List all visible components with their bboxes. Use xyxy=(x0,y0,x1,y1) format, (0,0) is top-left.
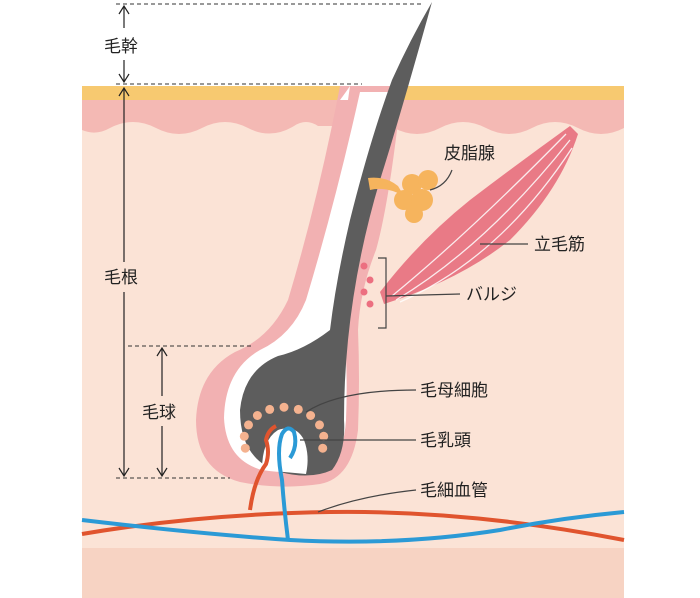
label-hair-bulb: 毛球 xyxy=(142,403,176,423)
capillaries xyxy=(81,424,625,544)
subcutis-layer xyxy=(82,548,624,598)
bulge-dot xyxy=(366,276,374,284)
matrix-cell-dot xyxy=(244,420,253,430)
matrix-cell-dot xyxy=(306,411,316,420)
matrix-cell-dot xyxy=(239,431,249,441)
label-hair-shaft: 毛幹 xyxy=(104,36,138,57)
vein xyxy=(81,426,625,544)
sebaceous-lobe xyxy=(402,174,422,194)
label-arrector-pili: 立毛筋 xyxy=(534,235,585,255)
label-hair-root: 毛根 xyxy=(104,268,138,288)
label-capillaries: 毛細血管 xyxy=(420,481,488,501)
bulge-dot xyxy=(360,288,368,296)
muscle-fibers xyxy=(391,133,573,303)
stratum-corneum-layer xyxy=(82,86,624,100)
follicle-opening-white xyxy=(340,86,350,100)
matrix-cell-dot xyxy=(318,443,328,453)
sebaceous-lobe xyxy=(405,205,423,223)
matrix-cell-dot xyxy=(265,404,275,414)
sebaceous-gland xyxy=(368,170,438,223)
hair-strand xyxy=(240,2,432,476)
arrector-pili-muscle xyxy=(380,126,578,304)
dimension-guides xyxy=(116,3,422,479)
label-bulge: バルジ xyxy=(466,285,517,305)
matrix-cell-dot xyxy=(279,402,289,412)
bulge-bracket xyxy=(378,257,387,329)
label-sebaceous-gland: 皮脂腺 xyxy=(444,144,495,164)
bulge-dot xyxy=(360,262,368,270)
label-matrix-cells: 毛母細胞 xyxy=(420,381,488,401)
matrix-cell-dots xyxy=(239,402,329,453)
label-dermal-papilla: 毛乳頭 xyxy=(420,431,471,451)
matrix-cell-dot xyxy=(252,411,262,420)
muscle-body xyxy=(380,126,578,304)
bulge-stem-cells xyxy=(360,262,374,308)
sebaceous-lobe xyxy=(394,190,414,210)
sebaceous-duct xyxy=(368,177,404,196)
matrix-cell-dot xyxy=(293,404,303,414)
matrix-cell-dot xyxy=(240,443,250,453)
matrix-cell-dot xyxy=(319,431,329,441)
sebaceous-lobe xyxy=(418,170,438,190)
matrix-cell-dot xyxy=(315,420,324,430)
bulge-dot xyxy=(366,300,374,308)
leader-lines xyxy=(300,169,528,513)
